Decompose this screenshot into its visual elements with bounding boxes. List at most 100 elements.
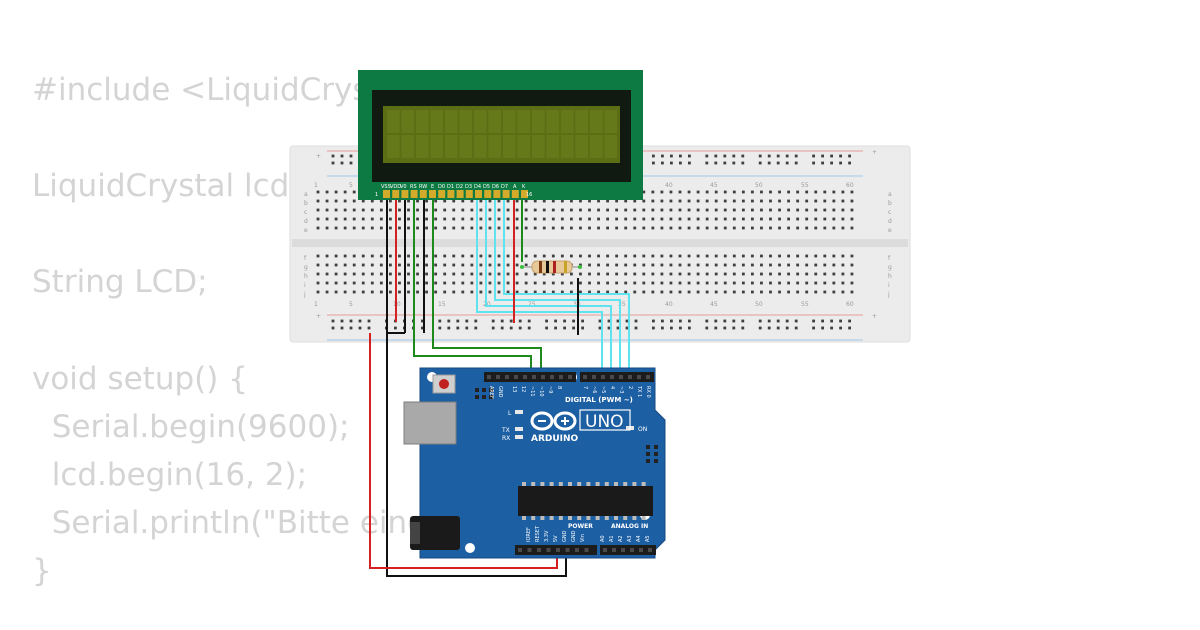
- breadboard-hole: [389, 226, 392, 230]
- breadboard-hole: [579, 199, 582, 203]
- breadboard-hole: [515, 272, 519, 276]
- header-hole: [648, 548, 652, 552]
- breadboard-rail-hole: [705, 319, 709, 323]
- breadboard-hole: [506, 263, 510, 267]
- lcd-char-cell: [532, 135, 545, 158]
- breadboard-hole: [515, 226, 519, 230]
- breadboard-hole: [361, 226, 365, 230]
- breadboard-hole: [787, 290, 790, 294]
- digital-pin-label: GND: [497, 386, 503, 398]
- breadboard-hole: [714, 290, 718, 294]
- breadboard-hole: [488, 263, 492, 267]
- breadboard-hole: [714, 208, 718, 212]
- chip-leg: [595, 516, 600, 520]
- breadboard-hole: [597, 272, 600, 276]
- breadboard-hole: [579, 281, 582, 285]
- icsp-header-top: [475, 388, 493, 399]
- breadboard-hole: [796, 272, 800, 276]
- breadboard-hole: [615, 254, 619, 258]
- breadboard-hole: [615, 290, 619, 294]
- header-hole: [612, 548, 616, 552]
- breadboard-rail-hole: [670, 326, 673, 330]
- breadboard-hole: [687, 281, 691, 285]
- breadboard-hole: [723, 290, 727, 294]
- breadboard-hole: [515, 281, 519, 285]
- breadboard-hole: [461, 272, 465, 276]
- breadboard-hole: [579, 254, 582, 258]
- code-line: void setup() {: [32, 360, 248, 397]
- breadboard-hole: [714, 199, 718, 203]
- row-letter: c: [304, 209, 307, 216]
- lcd-pin: [419, 190, 427, 198]
- breadboard-hole: [805, 272, 809, 276]
- breadboard-rail-hole: [340, 154, 344, 158]
- breadboard-hole: [814, 208, 818, 212]
- breadboard-hole: [551, 290, 555, 294]
- row-letter: j: [303, 291, 306, 298]
- breadboard-hole: [434, 263, 438, 267]
- breadboard-rail-hole: [438, 319, 442, 323]
- lcd-char-cell: [430, 110, 443, 133]
- breadboard-rail-hole: [563, 319, 566, 323]
- breadboard-hole: [615, 199, 619, 203]
- breadboard-hole: [651, 217, 655, 221]
- digital-pwm-label: DIGITAL (PWM ~): [565, 396, 633, 404]
- breadboard-rail-hole: [821, 161, 824, 165]
- breadboard-rail-hole: [776, 154, 780, 158]
- breadboard-hole: [597, 208, 600, 212]
- breadboard-hole: [633, 281, 637, 285]
- breadboard-hole: [597, 217, 600, 221]
- breadboard-hole: [642, 190, 646, 194]
- breadboard-rail-hole: [723, 154, 727, 158]
- breadboard-hole: [470, 290, 474, 294]
- digital-pin-label: ~10: [538, 386, 544, 397]
- breadboard-hole: [588, 254, 591, 258]
- breadboard-hole: [723, 190, 727, 194]
- breadboard-hole: [796, 281, 800, 285]
- digital-pin-label: 2: [627, 386, 633, 389]
- breadboard-hole: [352, 263, 356, 267]
- breadboard-hole: [425, 199, 428, 203]
- breadboard-hole: [379, 208, 383, 212]
- breadboard-hole: [588, 263, 591, 267]
- breadboard-rail-hole: [652, 326, 655, 330]
- breadboard-hole: [533, 199, 537, 203]
- lcd-character-cells: [387, 110, 617, 158]
- lcd-pin-label: RS: [410, 184, 417, 190]
- breadboard-hole: [533, 272, 537, 276]
- row-letter: h: [304, 273, 308, 280]
- breadboard-hole: [705, 208, 709, 212]
- header-hole: [584, 548, 589, 552]
- header-hole: [610, 375, 614, 379]
- breadboard-hole: [687, 226, 691, 230]
- breadboard-hole: [479, 281, 483, 285]
- lcd-pin-label: D1: [447, 184, 454, 190]
- lcd-pin-label: D4: [474, 184, 481, 190]
- icsp-header-right: [646, 445, 658, 463]
- breadboard-hole: [389, 208, 392, 212]
- chip-leg: [522, 482, 526, 486]
- breadboard-hole: [669, 290, 673, 294]
- dc-jack-inner: [410, 522, 420, 544]
- breadboard-hole: [787, 263, 790, 267]
- breadboard-hole: [814, 254, 818, 258]
- breadboard-hole: [506, 281, 510, 285]
- breadboard-hole: [479, 254, 483, 258]
- breadboard-hole: [832, 272, 836, 276]
- breadboard-hole: [343, 281, 347, 285]
- breadboard-hole: [434, 199, 438, 203]
- power-pin-label: Vin: [580, 534, 586, 542]
- breadboard-hole: [325, 199, 329, 203]
- breadboard-hole: [741, 254, 745, 258]
- breadboard-hole: [714, 281, 718, 285]
- col-num: 25: [528, 301, 536, 308]
- breadboard-hole: [542, 254, 546, 258]
- breadboard-rail-hole: [732, 319, 736, 323]
- chip-leg: [531, 516, 536, 520]
- breadboard-hole: [778, 290, 781, 294]
- breadboard-hole: [705, 199, 709, 203]
- breadboard-hole: [705, 226, 709, 230]
- breadboard-hole: [732, 199, 736, 203]
- breadboard-hole: [570, 254, 573, 258]
- breadboard-hole: [741, 263, 745, 267]
